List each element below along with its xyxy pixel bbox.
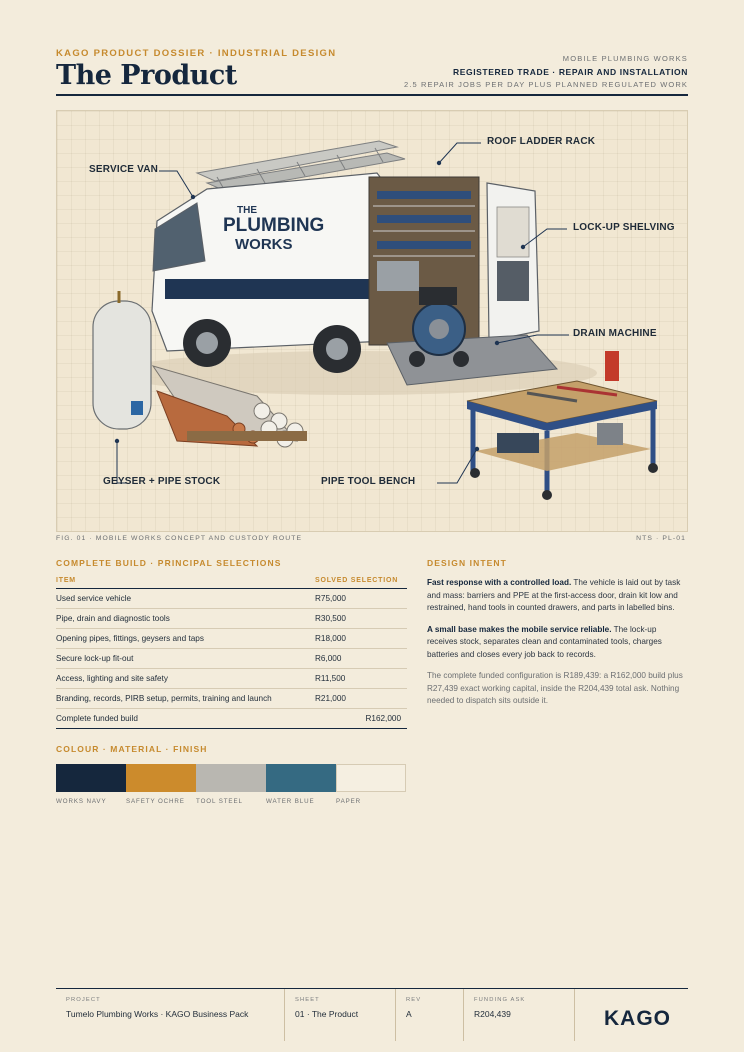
total-label: Complete funded build <box>56 714 138 723</box>
swatch-row: WORKS NAVY SAFETY OCHRE TOOL STEEL WATER… <box>56 764 407 805</box>
figure-reference: NTS · PL-01 <box>636 535 686 542</box>
row-item: Opening pipes, fittings, geysers and tap… <box>56 634 204 643</box>
row-amount: R11,500 <box>315 674 346 683</box>
intent-note: The complete funded configuration is R18… <box>427 671 683 705</box>
header-meta: MOBILE PLUMBING WORKS REGISTERED TRADE ·… <box>404 54 688 89</box>
figure-caption: FIG. 01 · MOBILE WORKS CONCEPT AND CUSTO… <box>56 535 303 542</box>
footer-project-value: Tumelo Plumbing Works · KAGO Business Pa… <box>66 1009 249 1019</box>
pipe-stock <box>151 365 307 448</box>
kago-logo: KAGO <box>604 1007 671 1030</box>
row-amount: R30,500 <box>315 614 346 623</box>
swatch-water-blue <box>266 764 336 792</box>
swatch: WORKS NAVY <box>56 764 126 805</box>
footer-ask-label: FUNDING ASK <box>474 997 526 1003</box>
total-amount: R162,000 <box>365 714 401 723</box>
footer-rev-value: A <box>406 1009 412 1019</box>
row-amount: R18,000 <box>315 634 346 643</box>
col-selection-header: SOLVED SELECTION <box>315 577 399 584</box>
header-category: MOBILE PLUMBING WORKS <box>562 54 688 63</box>
swatch-label: TOOL STEEL <box>196 798 243 805</box>
swatch-safety-ochre <box>126 764 196 792</box>
table-row: Used service vehicle R75,000 <box>56 589 407 609</box>
row-amount: R6,000 <box>315 654 342 663</box>
table-row: Access, lighting and site safety R11,500 <box>56 669 407 689</box>
callout-pipe-tool-bench: PIPE TOOL BENCH <box>321 476 416 487</box>
cmf-title: COLOUR · MATERIAL · FINISH <box>56 744 208 754</box>
table-row: Pipe, drain and diagnostic tools R30,500 <box>56 609 407 629</box>
design-intent-section: DESIGN INTENT Fast response with a contr… <box>427 558 687 708</box>
callout-lock-up-shelving: LOCK-UP SHELVING <box>573 222 675 233</box>
footer-rev-label: REV <box>406 997 422 1003</box>
swatch: SAFETY OCHRE <box>126 764 196 805</box>
build-table-header: ITEM SOLVED SELECTION <box>56 577 407 589</box>
intent-paragraph-2: A small base makes the mobile service re… <box>427 624 687 662</box>
header-capacity: 2.5 REPAIR JOBS PER DAY PLUS PLANNED REG… <box>404 80 688 89</box>
footer-project-cell: PROJECT Tumelo Plumbing Works · KAGO Bus… <box>56 989 284 1041</box>
table-total-row: Complete funded build R162,000 <box>56 709 407 729</box>
row-item: Secure lock-up fit-out <box>56 654 134 663</box>
drain-machine <box>409 287 469 367</box>
swatch-label: PAPER <box>336 798 362 805</box>
swatch-label: WATER BLUE <box>266 798 315 805</box>
intent-lead-1: Fast response with a controlled load. <box>427 578 572 587</box>
swatch-label: SAFETY OCHRE <box>126 798 185 805</box>
header-trade: REGISTERED TRADE · REPAIR AND INSTALLATI… <box>452 67 688 77</box>
callout-geyser-pipe-stock: GEYSER + PIPE STOCK <box>103 476 221 487</box>
pipe-tool-bench <box>466 351 658 500</box>
swatch-label: WORKS NAVY <box>56 798 107 805</box>
van-text-the: THE <box>237 205 257 216</box>
footer-sheet-label: SHEET <box>295 997 320 1003</box>
van-text-works: WORKS <box>235 236 293 253</box>
row-amount: R21,000 <box>315 694 346 703</box>
intent-title: DESIGN INTENT <box>427 558 507 568</box>
swatch-tool-steel <box>196 764 266 792</box>
footer-logo-cell: KAGO <box>574 989 689 1041</box>
col-item-header: ITEM <box>56 577 76 584</box>
intent-paragraph-1: Fast response with a controlled load. Th… <box>427 577 687 615</box>
swatch: WATER BLUE <box>266 764 336 805</box>
swatch: PAPER <box>336 764 406 805</box>
header-rule <box>56 94 688 96</box>
row-item: Branding, records, PIRB setup, permits, … <box>56 694 272 703</box>
intent-lead-2: A small base makes the mobile service re… <box>427 624 612 634</box>
cmf-section: COLOUR · MATERIAL · FINISH WORKS NAVY SA… <box>56 744 407 805</box>
build-section: COMPLETE BUILD · PRINCIPAL SELECTIONS IT… <box>56 558 407 729</box>
geyser-tank <box>92 291 152 430</box>
callout-drain-machine: DRAIN MACHINE <box>573 328 657 339</box>
footer-rev-cell: REV A <box>395 989 464 1041</box>
swatch: TOOL STEEL <box>196 764 266 805</box>
van-illustration: THE PLUMBING WORKS <box>92 140 658 500</box>
row-item: Access, lighting and site safety <box>56 674 168 683</box>
footer-sheet-cell: SHEET 01 · The Product <box>284 989 396 1041</box>
callout-service-van: SERVICE VAN <box>89 164 159 175</box>
table-row: Secure lock-up fit-out R6,000 <box>56 649 407 669</box>
callout-leaders <box>116 142 569 484</box>
footer-sheet-value: 01 · The Product <box>295 1009 359 1019</box>
row-item: Pipe, drain and diagnostic tools <box>56 614 170 623</box>
build-title: COMPLETE BUILD · PRINCIPAL SELECTIONS <box>56 558 282 568</box>
row-amount: R75,000 <box>315 594 346 603</box>
table-row: Branding, records, PIRB setup, permits, … <box>56 689 407 709</box>
table-row: Opening pipes, fittings, geysers and tap… <box>56 629 407 649</box>
swatch-works-navy <box>56 764 126 792</box>
product-illustration: THE PLUMBING WORKS <box>56 110 688 532</box>
van-text-plumbing: PLUMBING <box>223 215 324 236</box>
page-title: The Product <box>56 60 237 91</box>
service-van: THE PLUMBING WORKS <box>151 172 559 386</box>
callout-dots <box>114 160 526 452</box>
footer-project-label: PROJECT <box>66 997 101 1003</box>
intent-body-1: The vehicle is laid out by task and mass… <box>427 578 681 612</box>
row-item: Used service vehicle <box>56 594 132 603</box>
footer-ask-cell: FUNDING ASK R204,439 <box>463 989 575 1041</box>
title-block-footer: PROJECT Tumelo Plumbing Works · KAGO Bus… <box>56 988 688 1041</box>
callout-roof-ladder-rack: ROOF LADDER RACK <box>487 136 596 147</box>
footer-ask-value: R204,439 <box>474 1009 511 1019</box>
swatch-paper <box>336 764 406 792</box>
dossier-kicker: KAGO PRODUCT DOSSIER · INDUSTRIAL DESIGN <box>56 48 337 59</box>
intent-body-2: The lock-up receives stock, separates cl… <box>427 624 662 659</box>
